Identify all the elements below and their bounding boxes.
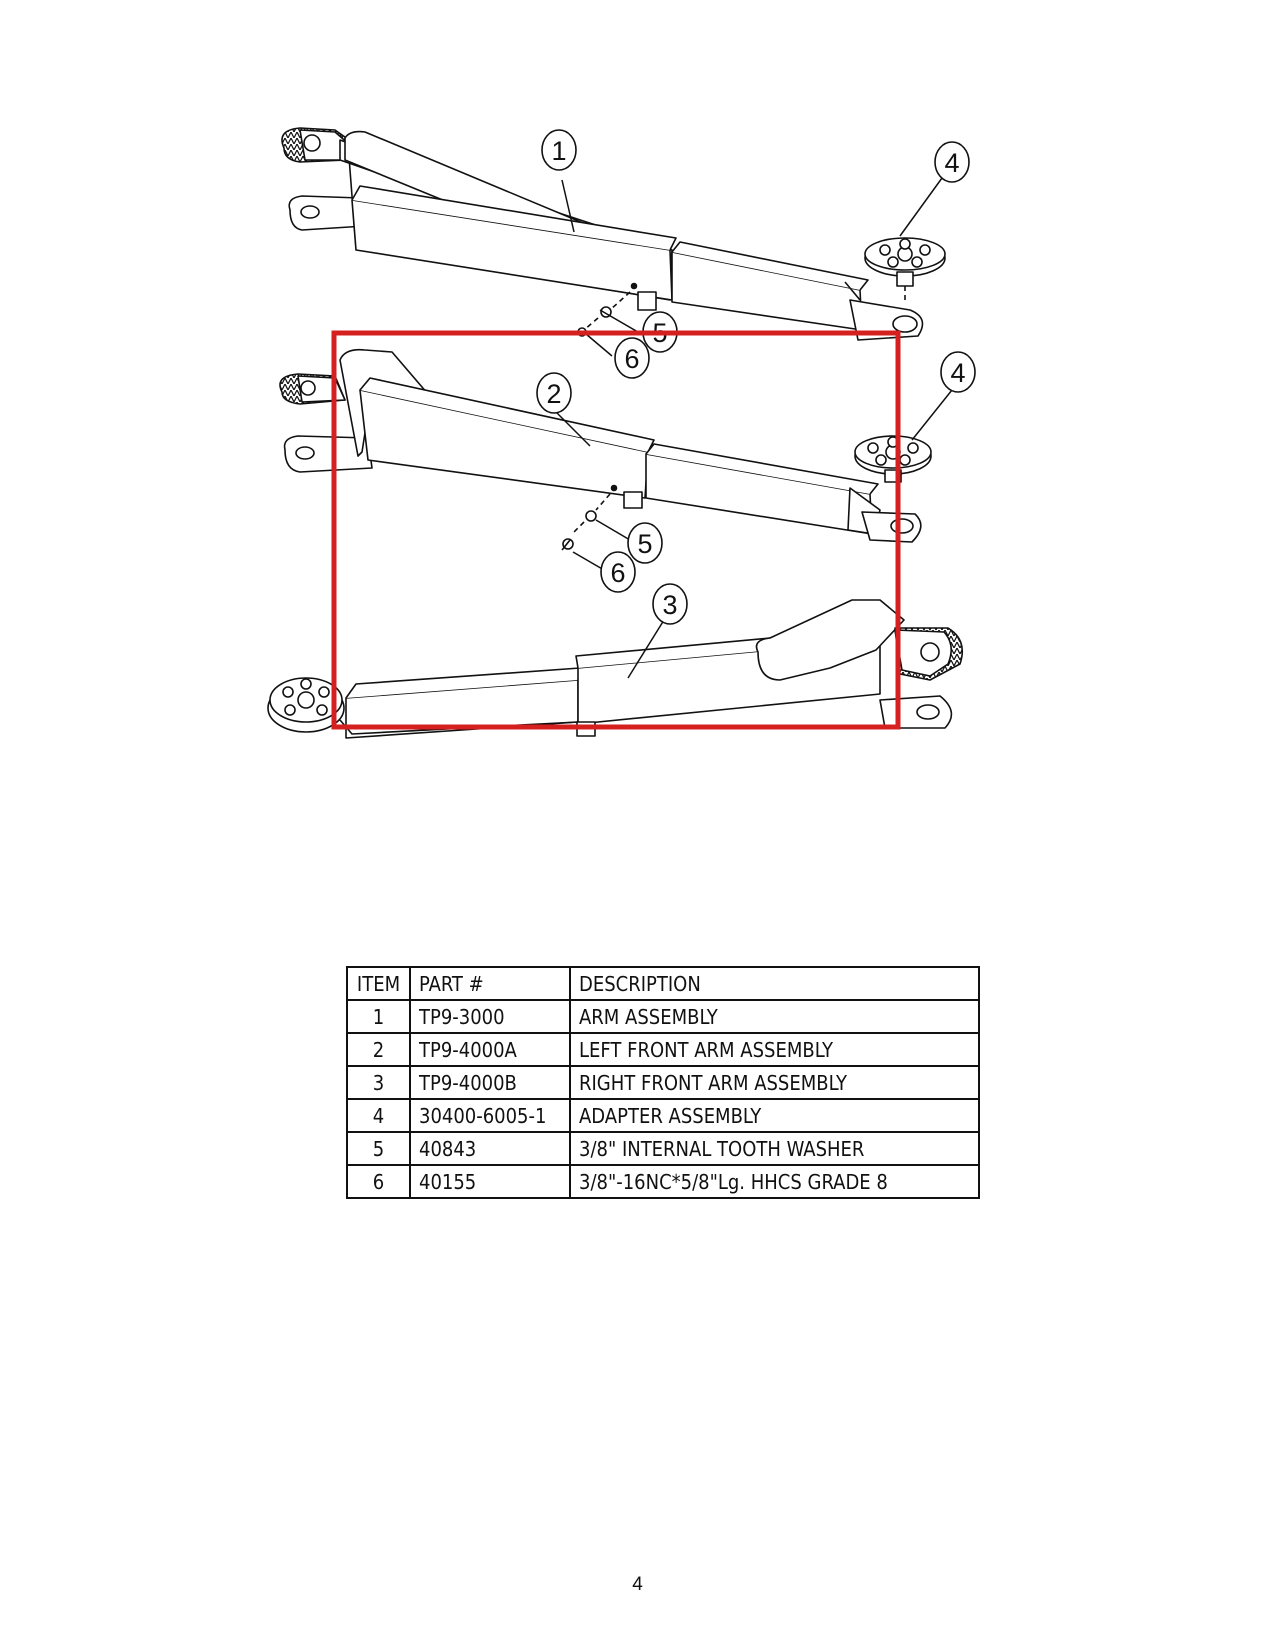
part-number-cell: 40843 bbox=[409, 1131, 571, 1166]
adapter-assembly-top bbox=[864, 237, 946, 300]
description-cell: 3/8" INTERNAL TOOTH WASHER bbox=[569, 1131, 980, 1166]
table-row: 2 TP9-4000A LEFT FRONT ARM ASSEMBLY bbox=[346, 1032, 980, 1067]
exploded-arm-diagram: 1 4 5 6 2 4 5 6 3 bbox=[267, 127, 976, 739]
description-cell: LEFT FRONT ARM ASSEMBLY bbox=[569, 1032, 980, 1067]
callout-5-middle: 5 bbox=[637, 529, 652, 559]
hardware-middle bbox=[561, 484, 618, 551]
item-cell: 3 bbox=[346, 1065, 411, 1100]
header-description: DESCRIPTION bbox=[569, 966, 980, 1001]
callout-6-top: 6 bbox=[624, 344, 639, 374]
item-cell: 6 bbox=[346, 1164, 411, 1199]
parts-table: ITEM PART # DESCRIPTION 1 TP9-3000 ARM A… bbox=[346, 966, 980, 1199]
callout-3: 3 bbox=[662, 590, 677, 620]
table-row: 3 TP9-4000B RIGHT FRONT ARM ASSEMBLY bbox=[346, 1065, 980, 1100]
callout-1: 1 bbox=[551, 136, 566, 166]
part-number-cell: TP9-4000B bbox=[409, 1065, 571, 1100]
adapter-assembly-middle bbox=[854, 435, 932, 483]
callout-2: 2 bbox=[546, 379, 561, 409]
item-cell: 4 bbox=[346, 1098, 411, 1133]
part-number-cell: TP9-3000 bbox=[409, 999, 571, 1034]
description-cell: 3/8"-16NC*5/8"Lg. HHCS GRADE 8 bbox=[569, 1164, 980, 1199]
part-number-cell: 40155 bbox=[409, 1164, 571, 1199]
right-front-arm-assembly-3 bbox=[267, 599, 964, 739]
header-item: ITEM bbox=[346, 966, 411, 1001]
description-cell: ADAPTER ASSEMBLY bbox=[569, 1098, 980, 1133]
description-cell: RIGHT FRONT ARM ASSEMBLY bbox=[569, 1065, 980, 1100]
part-number-cell: TP9-4000A bbox=[409, 1032, 571, 1067]
table-header-row: ITEM PART # DESCRIPTION bbox=[346, 966, 980, 1001]
page-number: 4 bbox=[632, 1574, 643, 1595]
callout-4-top: 4 bbox=[944, 148, 959, 178]
table-row: 4 30400-6005-1 ADAPTER ASSEMBLY bbox=[346, 1098, 980, 1133]
description-cell: ARM ASSEMBLY bbox=[569, 999, 980, 1034]
left-front-arm-assembly-2 bbox=[279, 348, 922, 543]
item-cell: 5 bbox=[346, 1131, 411, 1166]
table-row: 1 TP9-3000 ARM ASSEMBLY bbox=[346, 999, 980, 1034]
highlight-box bbox=[331, 330, 901, 730]
part-number-cell: 30400-6005-1 bbox=[409, 1098, 571, 1133]
header-part-number: PART # bbox=[409, 966, 571, 1001]
item-cell: 2 bbox=[346, 1032, 411, 1067]
table-row: 6 40155 3/8"-16NC*5/8"Lg. HHCS GRADE 8 bbox=[346, 1164, 980, 1199]
callout-4-middle: 4 bbox=[950, 358, 965, 388]
arm-assembly-1 bbox=[281, 127, 924, 341]
item-cell: 1 bbox=[346, 999, 411, 1034]
table-row: 5 40843 3/8" INTERNAL TOOTH WASHER bbox=[346, 1131, 980, 1166]
callout-6-middle: 6 bbox=[610, 558, 625, 588]
